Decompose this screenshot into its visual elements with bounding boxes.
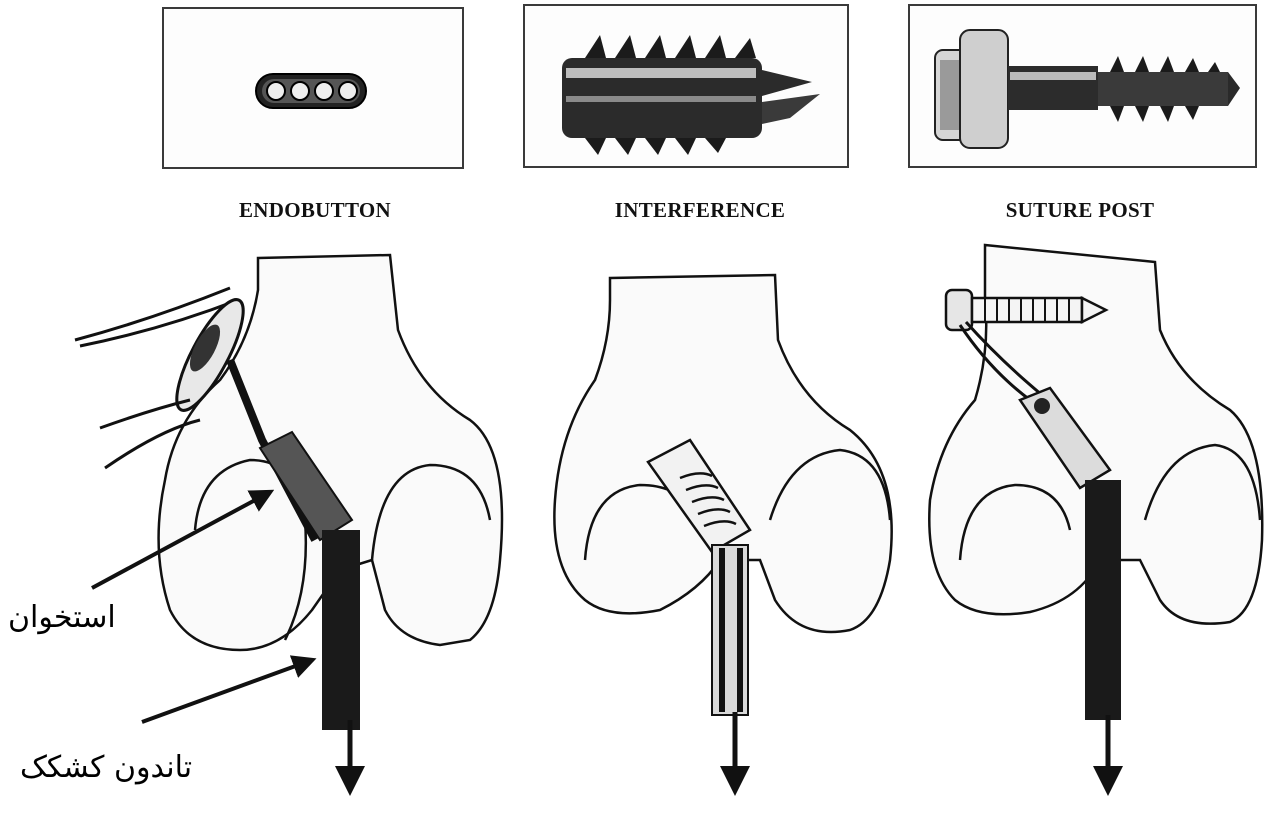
suture-post-screw-icon <box>935 30 1240 148</box>
endobutton-plate-icon <box>256 74 366 108</box>
tendon-pointer-arrow <box>142 660 312 722</box>
interference-screw-icon <box>562 35 820 155</box>
